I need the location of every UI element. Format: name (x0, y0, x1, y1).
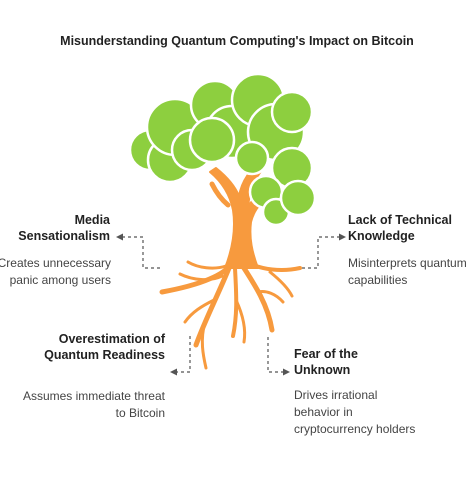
factor-title-fear-of-the-unknown: Fear of the Unknown (294, 347, 358, 377)
connector-media (122, 236, 160, 269)
tree-canopy (128, 72, 317, 227)
page-title: Misunderstanding Quantum Computing's Imp… (60, 34, 414, 48)
factor-title-media-sensationalism: Media Sensationalism (18, 213, 110, 243)
factor-description-overestimation-of-quantum-readiness: Assumes immediate threat to Bitcoin (22, 389, 165, 420)
arrow-overestimation (170, 368, 177, 376)
connector-fear (267, 335, 284, 373)
factor-title-lack-of-technical-knowledge: Lack of Technical Knowledge (348, 213, 452, 243)
connector-arrows (116, 233, 346, 376)
tree-roots (159, 259, 302, 370)
connector-overestimation (175, 335, 191, 373)
connector-lack (302, 236, 340, 269)
arrow-fear (283, 368, 290, 376)
factor-description-fear-of-the-unknown: Drives irrational behavior in cryptocurr… (294, 388, 416, 436)
arrow-lack (339, 233, 346, 241)
factor-description-lack-of-technical-knowledge: Misinterprets quantum capabilities (348, 256, 467, 287)
factor-title-overestimation-of-quantum-readiness: Overestimation of Quantum Readiness (44, 332, 165, 362)
factor-description-media-sensationalism: Creates unnecessary panic among users (0, 256, 111, 287)
arrow-media (116, 233, 123, 241)
connector-lines (122, 236, 340, 373)
